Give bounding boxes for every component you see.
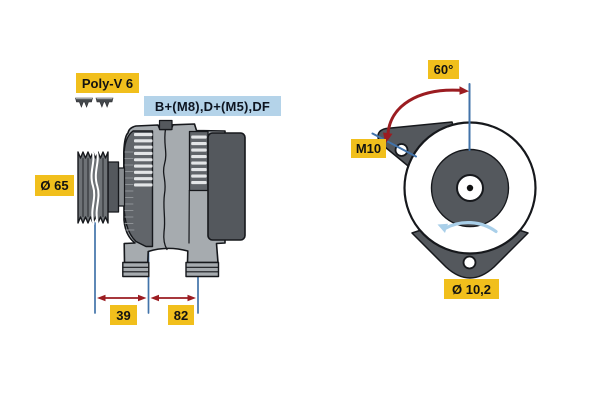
rear-cooling-vents	[191, 135, 207, 185]
pulley-break-lines	[90, 150, 100, 225]
bolt-thread-label: M10	[351, 139, 386, 158]
pulley-diameter-label: Ø 65	[35, 175, 74, 196]
angle-reference-lines	[371, 83, 471, 158]
rotation-direction-arrow-icon	[437, 221, 498, 234]
terminal-block	[158, 119, 173, 131]
dimension-82-label: 82	[168, 305, 194, 325]
dimension-39-label: 39	[110, 305, 137, 325]
lower-bolt-hole	[462, 255, 477, 270]
rear-cover	[207, 132, 246, 241]
dimension-arrows	[97, 294, 196, 302]
front-vent-stripes	[124, 151, 135, 231]
poly-v-belt-profile-icon	[75, 97, 115, 111]
mounting-feet	[122, 261, 220, 278]
terminals-label: B+(M8),D+(M5),DF	[144, 96, 281, 116]
pulley-assembly	[77, 150, 126, 225]
mounting-hole-diameter-label: Ø 10,2	[444, 279, 499, 299]
belt-type-label: Poly-V 6	[76, 73, 139, 93]
front-cooling-vents	[134, 133, 153, 187]
rear-view-drawing	[371, 83, 537, 279]
shaft-center	[466, 184, 474, 192]
casting-seam	[162, 128, 168, 251]
side-view-drawing	[77, 119, 246, 314]
swing-angle-label: 60°	[428, 60, 459, 79]
